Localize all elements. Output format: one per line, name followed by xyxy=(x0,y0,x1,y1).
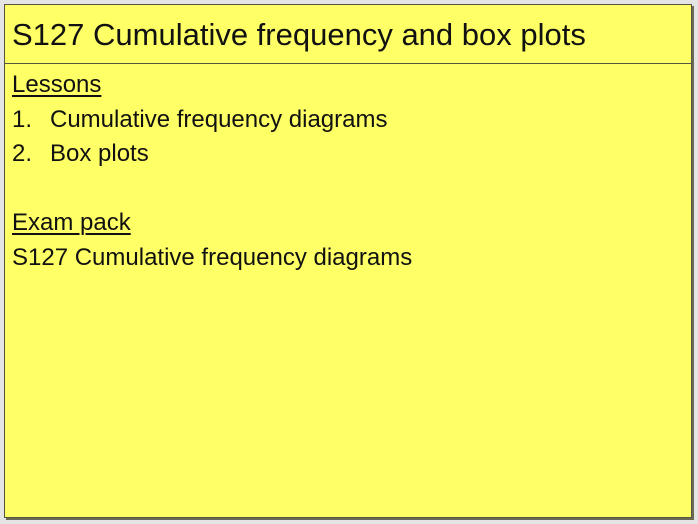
lesson-label: Box plots xyxy=(50,140,149,167)
lesson-item-2[interactable]: 2. Box plots xyxy=(12,137,691,172)
lesson-label: Cumulative frequency diagrams xyxy=(50,105,388,133)
card-body: Lessons 1.Cumulative frequency diagrams … xyxy=(5,64,691,275)
lesson-number: 2. xyxy=(12,140,33,167)
lesson-number: 1. xyxy=(12,105,33,133)
page-title: S127 Cumulative frequency and box plots xyxy=(12,16,586,52)
exam-pack-heading[interactable]: Exam pack xyxy=(12,209,131,236)
lessons-heading[interactable]: Lessons xyxy=(12,71,102,98)
lesson-item-1[interactable]: 1. Cumulative frequency diagrams xyxy=(12,103,691,138)
exam-pack-item-1[interactable]: S127 Cumulative frequency diagrams xyxy=(12,243,413,271)
resource-card: S127 Cumulative frequency and box plots … xyxy=(4,4,692,518)
section-spacer xyxy=(12,172,691,207)
title-bar: S127 Cumulative frequency and box plots xyxy=(5,5,691,64)
